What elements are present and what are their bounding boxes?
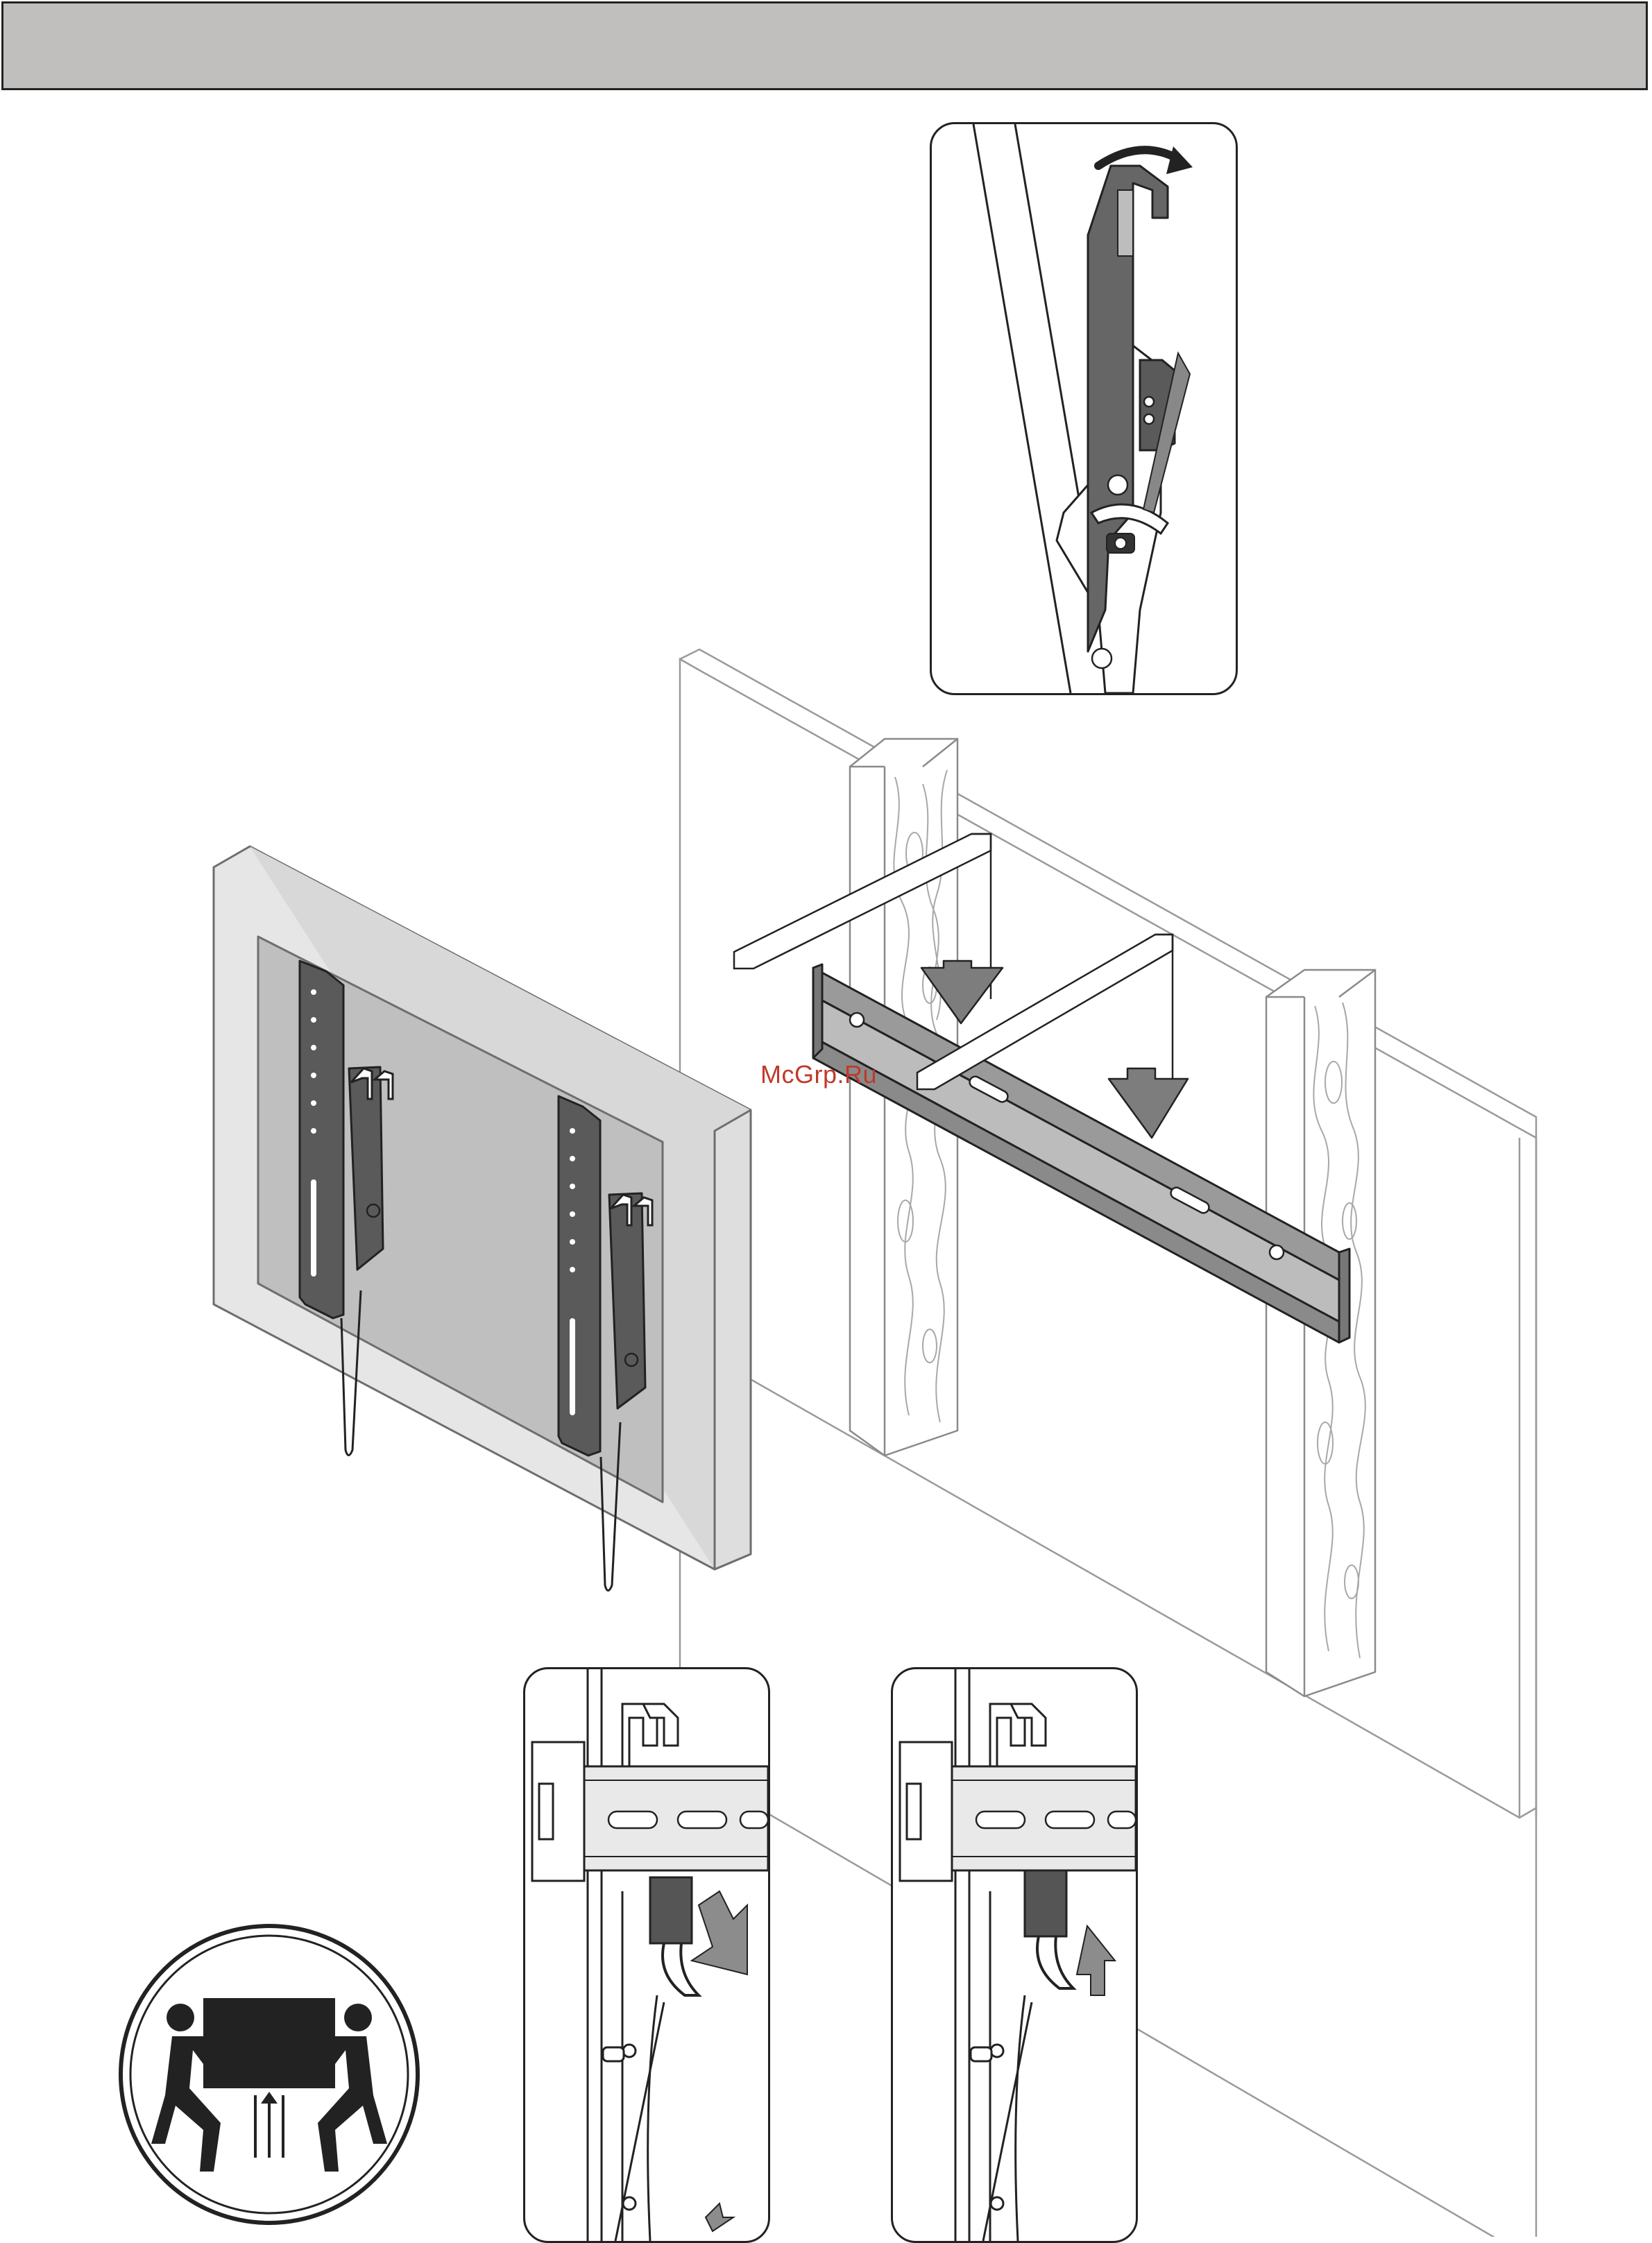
two-person-lift-icon (117, 1922, 422, 2227)
latch-pull-down-detail-panel (523, 1667, 770, 2243)
hook-lock-detail-panel (930, 122, 1238, 695)
watermark-text: McGrp.Ru (760, 1060, 877, 1089)
latch-down-icon (525, 1669, 768, 2241)
hook-rotate-icon (932, 124, 1236, 693)
latch-up-icon (893, 1669, 1136, 2241)
latch-push-up-detail-panel (891, 1667, 1138, 2243)
